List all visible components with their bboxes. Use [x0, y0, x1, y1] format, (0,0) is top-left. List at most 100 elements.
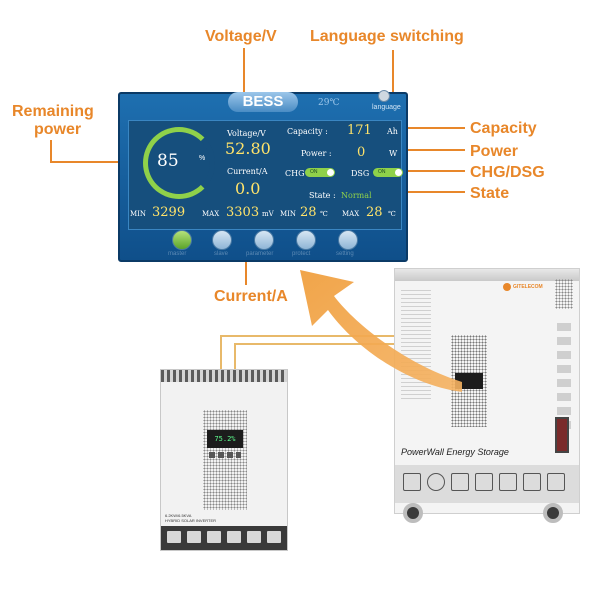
power-callout: Power — [470, 143, 519, 160]
port-icon-2 — [187, 531, 201, 543]
dsg-label: DSG — [351, 169, 370, 178]
brand-logo-icon — [503, 283, 511, 291]
language-button-label[interactable]: language — [372, 104, 401, 111]
soc-unit: % — [199, 155, 206, 162]
nav-parameter-label[interactable]: parameter — [246, 251, 274, 257]
nav-setting-button[interactable] — [338, 230, 358, 250]
cabinet-top — [395, 269, 579, 281]
powerwall-cabinet: GITELECOM PowerWall Energy Storage — [394, 268, 580, 523]
inverter-lcd: 75.2% — [207, 430, 243, 448]
state-callout: State — [470, 185, 510, 202]
max-voltage-value: 3303 — [226, 205, 260, 220]
nav-setting-label[interactable]: setting — [336, 251, 354, 257]
cabinet-port-icon-7 — [547, 473, 565, 491]
capacity-callout: Capacity — [470, 120, 537, 137]
min-temp-unit: ℃ — [320, 210, 328, 218]
max-temp-value: 28 — [366, 205, 383, 220]
soc-ring-gauge — [143, 127, 215, 199]
connection-cable-1 — [220, 335, 400, 371]
wifi-icon — [267, 531, 281, 543]
brand-name: GITELECOM — [513, 284, 543, 290]
state-value: Normal — [341, 191, 372, 200]
wheel-left — [403, 503, 423, 523]
bess-title-tab[interactable]: BESS — [228, 92, 298, 112]
capacity-value: 171 — [347, 123, 372, 138]
chg-toggle[interactable]: ON — [305, 168, 335, 177]
port-icon-5 — [247, 531, 261, 543]
capacity-leader — [405, 127, 465, 129]
cell-stats-row: MIN 3299 MAX 3303 mV MIN 28 ℃ MAX 28 ℃ — [128, 204, 402, 222]
power-unit: W — [389, 149, 398, 158]
cabinet-port-bar — [395, 465, 579, 503]
port-icon-4 — [227, 531, 241, 543]
temperature-readout: 29℃ — [318, 98, 340, 108]
nav-master-label[interactable]: master — [168, 251, 187, 257]
soc-value: 85 — [157, 151, 179, 171]
nav-parameter-button[interactable] — [254, 230, 274, 250]
inverter-keys[interactable] — [209, 452, 241, 458]
status-panel: 85 % Voltage/V 52.80 Current/A 0.0 Capac… — [128, 120, 403, 230]
nav-slave-label[interactable]: slave — [214, 251, 229, 257]
chg-dsg-callout: CHG/DSG — [470, 164, 545, 181]
port-icon-1 — [167, 531, 181, 543]
cabinet-port-icon-1 — [403, 473, 421, 491]
inverter-port-bar — [161, 526, 287, 550]
cabinet-vent-small — [555, 279, 573, 309]
nav-master-button[interactable] — [172, 230, 192, 250]
inverter-vent — [161, 370, 287, 382]
min-voltage-value: 3299 — [152, 205, 186, 220]
bess-screen: BESS 29℃ language 85 % Voltage/V 52.80 C… — [118, 90, 408, 262]
inverter-dot-pattern — [203, 410, 247, 510]
capacity-label: Capacity : — [287, 127, 328, 136]
voltage-value: 52.80 — [225, 139, 271, 158]
dsg-toggle[interactable]: ON — [373, 168, 403, 177]
wheel-right — [543, 503, 563, 523]
language-leader — [392, 50, 394, 92]
cabinet-port-icon-4 — [475, 473, 493, 491]
voltage-callout: Voltage/V — [205, 28, 277, 45]
remaining-leader-v — [50, 140, 52, 162]
min-temp-label: MIN — [280, 210, 297, 218]
hybrid-inverter: 75.2% 6.2KW/6.5KVA HYBRID SOLAR INVERTER — [160, 369, 288, 551]
remaining-power-callout-2: power — [34, 121, 82, 138]
remaining-power-callout-1: Remaining — [12, 103, 94, 120]
chg-dsg-leader — [405, 170, 465, 172]
remaining-leader-h — [50, 161, 142, 163]
min-temp-value: 28 — [300, 205, 317, 220]
language-icon[interactable] — [378, 90, 390, 102]
current-value: 0.0 — [235, 179, 261, 198]
language-callout: Language switching — [310, 28, 464, 45]
cabinet-port-icon-6 — [523, 473, 541, 491]
current-callout: Current/A — [214, 288, 288, 305]
cabinet-port-icon-3 — [451, 473, 469, 491]
inverter-model-line2: HYBRID SOLAR INVERTER — [165, 518, 217, 523]
state-leader — [405, 191, 465, 193]
chg-label: CHG — [285, 169, 305, 178]
min-voltage-label: MIN — [130, 210, 147, 218]
inverter-model: 6.2KW/6.5KVA HYBRID SOLAR INVERTER — [165, 513, 216, 523]
cabinet-port-icon-5 — [499, 473, 517, 491]
max-temp-unit: ℃ — [388, 210, 396, 218]
voltage-label: Voltage/V — [227, 129, 266, 138]
power-leader — [405, 149, 465, 151]
power-label: Power : — [301, 149, 332, 158]
cabinet-product-name: PowerWall Energy Storage — [401, 447, 509, 457]
voltage-unit: mV — [262, 210, 274, 218]
state-label: State : — [309, 191, 336, 200]
nav-protect-label[interactable]: protect — [292, 251, 311, 257]
current-label: Current/A — [227, 167, 268, 176]
cabinet-port-icon-2 — [427, 473, 445, 491]
max-voltage-label: MAX — [202, 210, 220, 218]
inverter-model-line1: 6.2KW/6.5KVA — [165, 513, 192, 518]
connection-cable-2 — [234, 343, 400, 371]
cabinet-terminals — [555, 417, 569, 453]
nav-slave-button[interactable] — [212, 230, 232, 250]
max-temp-label: MAX — [342, 210, 360, 218]
capacity-unit: Ah — [387, 127, 398, 136]
port-icon-3 — [207, 531, 221, 543]
nav-protect-button[interactable] — [296, 230, 316, 250]
voltage-leader — [243, 48, 245, 126]
cabinet-side-ports — [557, 319, 571, 429]
power-value: 0 — [357, 145, 366, 160]
